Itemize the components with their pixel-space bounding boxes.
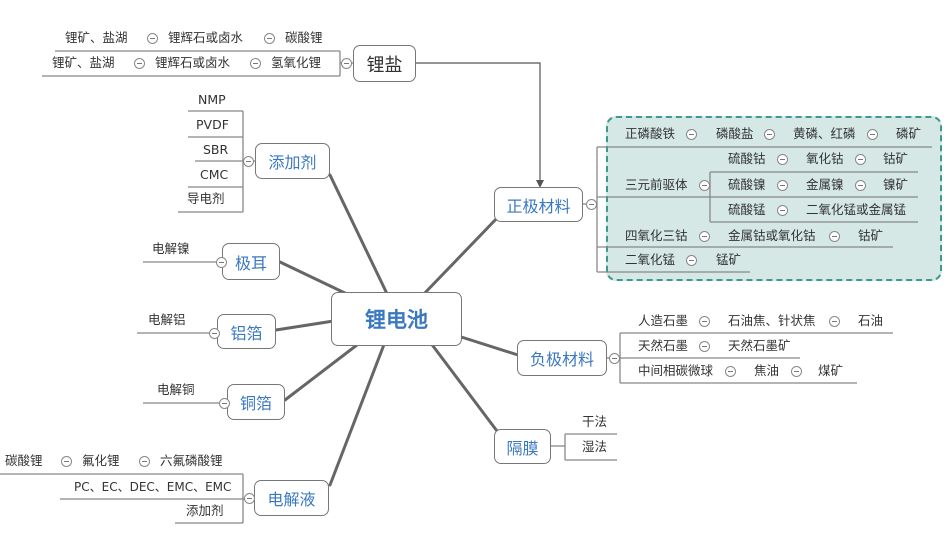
leaf: 锂辉石或卤水 <box>155 55 231 70</box>
leaf: 六氟磷酸锂 <box>160 453 223 468</box>
leaf: 干法 <box>582 414 608 429</box>
collapse-toggle[interactable] <box>791 366 802 377</box>
collapse-toggle[interactable] <box>867 129 878 140</box>
collapse-toggle[interactable] <box>764 129 775 140</box>
collapse-toggle[interactable] <box>134 58 145 69</box>
leaf: 钴矿 <box>858 228 884 243</box>
cathode-highlight-boundary <box>606 116 942 281</box>
collapse-toggle[interactable] <box>686 129 697 140</box>
collapse-toggle[interactable] <box>777 180 788 191</box>
collapse-toggle[interactable] <box>341 58 352 69</box>
leaf: 氧化钴 <box>806 151 844 166</box>
leaf: 碳酸锂 <box>5 453 43 468</box>
node-lithium-salt[interactable]: 锂盐 <box>353 45 416 82</box>
leaf: CMC <box>200 167 229 182</box>
collapse-toggle[interactable] <box>699 316 710 327</box>
leaf: 湿法 <box>582 439 608 454</box>
collapse-toggle[interactable] <box>147 33 158 44</box>
leaf: 四氧化三钴 <box>625 228 688 243</box>
leaf: 钴矿 <box>883 151 909 166</box>
collapse-toggle[interactable] <box>264 33 275 44</box>
leaf: 锂辉石或卤水 <box>168 30 244 45</box>
leaf: PVDF <box>196 117 229 132</box>
leaf: 天然石墨 <box>638 338 689 353</box>
collapse-toggle[interactable] <box>829 316 840 327</box>
leaf: 黄磷、红磷 <box>793 126 856 141</box>
leaf: PC、EC、DEC、EMC、EMC <box>74 480 232 494</box>
node-additive[interactable]: 添加剂 <box>255 143 330 179</box>
leaf: 电解铜 <box>157 382 195 397</box>
collapse-toggle[interactable] <box>244 493 255 504</box>
collapse-toggle[interactable] <box>829 231 840 242</box>
leaf: 硫酸钴 <box>728 151 766 166</box>
collapse-toggle[interactable] <box>139 456 150 467</box>
leaf: 煤矿 <box>818 363 844 378</box>
leaf: 焦油 <box>754 363 780 378</box>
collapse-toggle[interactable] <box>855 180 866 191</box>
collapse-toggle[interactable] <box>777 205 788 216</box>
leaf: 金属镍 <box>806 177 844 192</box>
leaf: 电解镍 <box>152 241 190 256</box>
leaf: 石油焦、针状焦 <box>728 313 816 328</box>
leaf: 电解铝 <box>148 312 186 327</box>
leaf: 天然石墨矿 <box>728 338 791 353</box>
node-al-foil[interactable]: 铝箔 <box>217 314 276 349</box>
leaf: 硫酸镍 <box>728 177 766 192</box>
collapse-toggle[interactable] <box>586 199 597 210</box>
collapse-toggle[interactable] <box>216 257 227 268</box>
collapse-toggle[interactable] <box>699 180 710 191</box>
leaf: 正磷酸铁 <box>625 126 676 141</box>
collapse-toggle[interactable] <box>243 156 254 167</box>
node-electrolyte[interactable]: 电解液 <box>254 480 329 516</box>
collapse-toggle[interactable] <box>250 58 261 69</box>
leaf: 锰矿 <box>716 252 742 267</box>
leaf: 添加剂 <box>186 503 224 518</box>
leaf: SBR <box>203 142 229 157</box>
leaf: 导电剂 <box>187 191 225 206</box>
collapse-toggle[interactable] <box>777 154 788 165</box>
node-cathode[interactable]: 正极材料 <box>494 187 583 222</box>
leaf: 中间相碳微球 <box>638 363 714 378</box>
node-separator[interactable]: 隔膜 <box>494 429 551 464</box>
leaf: 石油 <box>858 313 884 328</box>
node-anode[interactable]: 负极材料 <box>517 340 607 376</box>
leaf: 二氧化锰或金属锰 <box>806 202 907 217</box>
central-topic-lithium-battery[interactable]: 锂电池 <box>331 292 462 346</box>
node-tab[interactable]: 极耳 <box>222 243 280 280</box>
leaf: 磷酸盐 <box>716 126 754 141</box>
leaf: 碳酸锂 <box>285 30 323 45</box>
leaf: 二氧化锰 <box>625 252 676 267</box>
collapse-toggle[interactable] <box>725 366 736 377</box>
leaf: 锂矿、盐湖 <box>52 55 115 70</box>
leaf: 三元前驱体 <box>625 177 688 192</box>
collapse-toggle[interactable] <box>609 353 620 364</box>
leaf: 镍矿 <box>883 177 909 192</box>
collapse-toggle[interactable] <box>855 154 866 165</box>
leaf: 人造石墨 <box>638 313 689 328</box>
leaf: 锂矿、盐湖 <box>65 30 128 45</box>
collapse-toggle[interactable] <box>61 456 72 467</box>
collapse-toggle[interactable] <box>209 328 220 339</box>
leaf: 氢氧化锂 <box>271 55 322 70</box>
leaf: 硫酸锰 <box>728 202 766 217</box>
collapse-toggle[interactable] <box>686 255 697 266</box>
leaf: 磷矿 <box>896 126 922 141</box>
collapse-toggle[interactable] <box>699 341 710 352</box>
leaf: 氟化锂 <box>82 453 120 468</box>
collapse-toggle[interactable] <box>219 398 230 409</box>
leaf: NMP <box>198 92 226 107</box>
collapse-toggle[interactable] <box>699 231 710 242</box>
leaf: 金属钴或氧化钴 <box>728 228 816 243</box>
node-cu-foil[interactable]: 铜箔 <box>227 384 285 420</box>
